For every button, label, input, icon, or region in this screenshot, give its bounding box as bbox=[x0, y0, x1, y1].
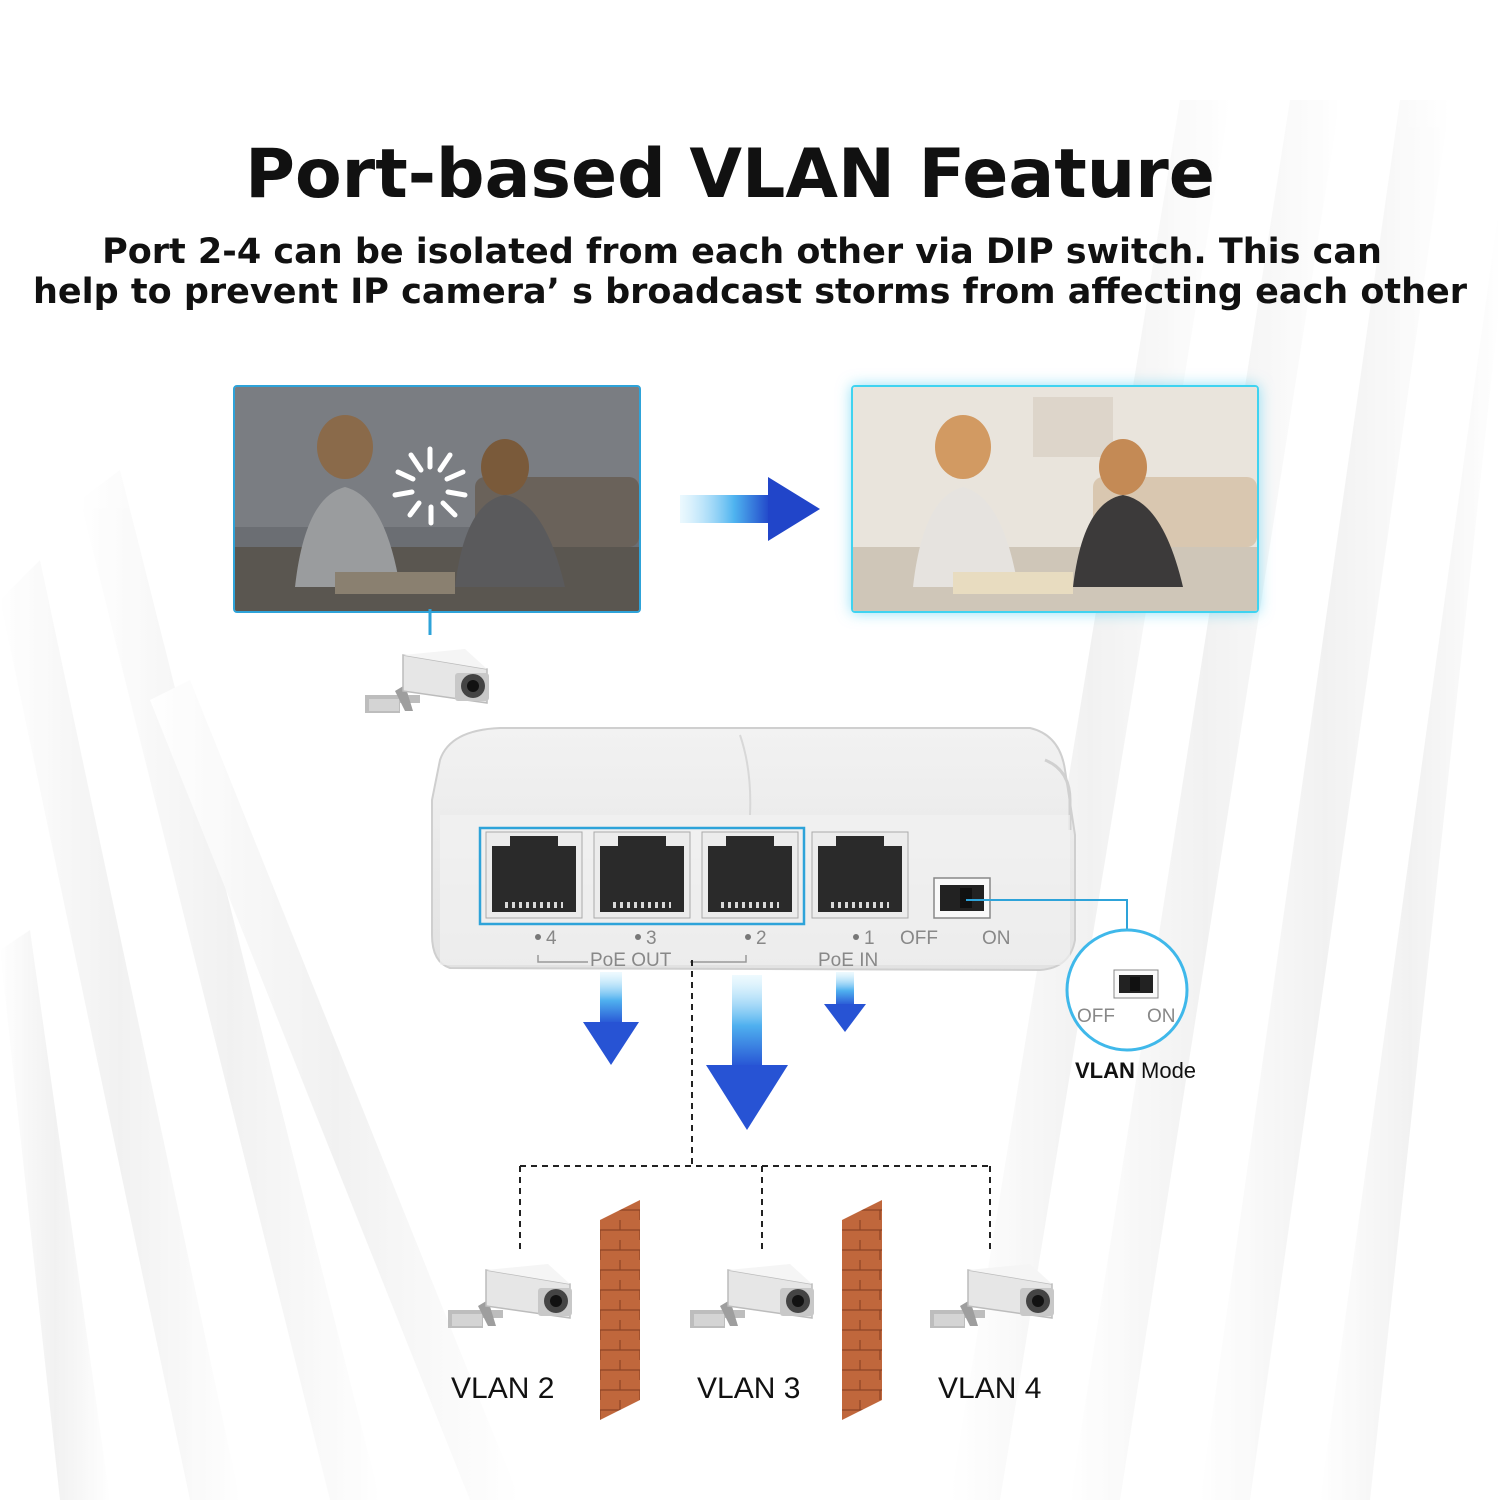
vlan2-camera-icon bbox=[447, 1263, 573, 1329]
port-label-3: 3 bbox=[646, 928, 657, 949]
right-arrow-icon bbox=[680, 477, 820, 541]
rj45-port-2 bbox=[701, 831, 799, 919]
vlan2-label: VLAN 2 bbox=[451, 1372, 555, 1405]
down-arrow-small-left-icon bbox=[583, 972, 639, 1065]
network-dashed-lines bbox=[519, 960, 991, 1250]
rj45-port-3 bbox=[593, 831, 691, 919]
zoom-off-label: OFF bbox=[1077, 1006, 1115, 1027]
rj45-port-4 bbox=[485, 831, 583, 919]
vlan3-camera-icon bbox=[689, 1263, 815, 1329]
zoom-on-label: ON bbox=[1147, 1006, 1176, 1027]
vlan-ports-highlight bbox=[478, 826, 806, 926]
dip-switch bbox=[933, 877, 991, 919]
port-label-4: 4 bbox=[546, 928, 557, 949]
down-arrow-large-icon bbox=[706, 975, 788, 1130]
port-label-2: 2 bbox=[756, 928, 767, 949]
subtitle-line-1: Port 2-4 can be isolated from each other… bbox=[102, 232, 1382, 272]
port-label-1: 1 bbox=[864, 928, 875, 949]
dip-zoom-circle: OFF ON bbox=[1065, 928, 1189, 1052]
top-camera-icon bbox=[364, 648, 490, 714]
vlan3-label: VLAN 3 bbox=[697, 1372, 801, 1405]
dip-on-label: ON bbox=[982, 928, 1011, 949]
camera-feed-after-photo bbox=[851, 385, 1259, 613]
poe-out-label: PoE OUT bbox=[590, 950, 672, 971]
vlan4-camera-icon bbox=[929, 1263, 1055, 1329]
vlan-mode-label: VLAN Mode bbox=[1075, 1058, 1197, 1083]
camera-feed-before-photo bbox=[233, 385, 641, 613]
poe-in-label: PoE IN bbox=[818, 950, 878, 971]
rj45-port-1 bbox=[811, 831, 909, 919]
dip-off-label: OFF bbox=[900, 928, 938, 949]
dip-zoom-connector bbox=[966, 899, 1128, 930]
vlan4-label: VLAN 4 bbox=[938, 1372, 1042, 1405]
loading-spinner-icon bbox=[392, 446, 468, 526]
firewall-wall-right-icon bbox=[842, 1200, 882, 1420]
down-arrow-small-right-icon bbox=[824, 972, 866, 1032]
subtitle-line-2: help to prevent IP camera’ s broadcast s… bbox=[32, 272, 1468, 312]
page-title: Port-based VLAN Feature bbox=[245, 135, 1215, 214]
firewall-wall-left-icon bbox=[600, 1200, 640, 1420]
